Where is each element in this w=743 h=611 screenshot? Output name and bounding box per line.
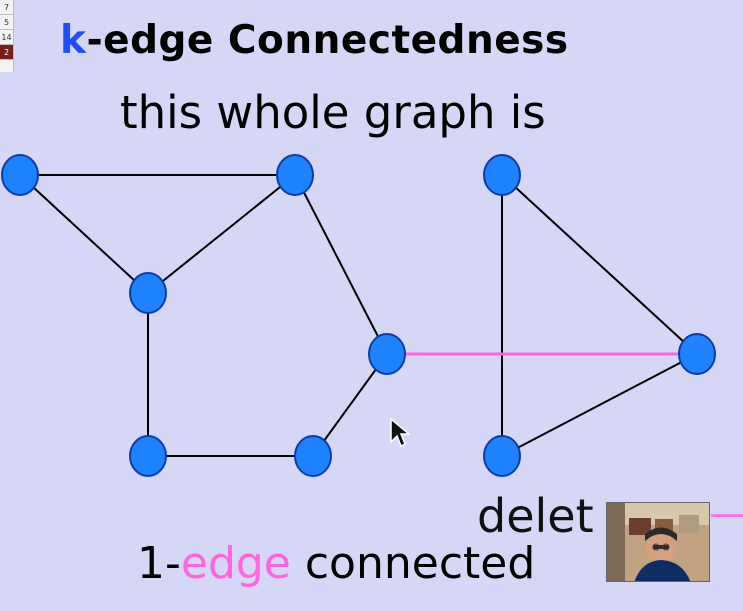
graph-nodes <box>1 154 716 477</box>
graph-edges <box>19 174 698 457</box>
webcam-video-feed <box>606 502 710 582</box>
graph-node <box>1 154 39 196</box>
title-k: k <box>60 18 87 63</box>
graph-node <box>368 333 406 375</box>
slide-index-item[interactable]: 14 <box>0 30 13 45</box>
edge <box>501 174 698 355</box>
graph-node <box>294 435 332 477</box>
graph-node <box>483 154 521 196</box>
edge <box>312 353 388 457</box>
presenter-video-icon <box>607 503 709 581</box>
edge <box>19 174 149 294</box>
slide-index-strip[interactable]: 7 5 14 2 <box>0 0 14 72</box>
slide-index-item[interactable]: 7 <box>0 0 13 15</box>
title-rest: -edge Connectedness <box>86 18 569 63</box>
slide-title: k-edge Connectedness <box>60 18 569 63</box>
annotation-line <box>711 514 743 517</box>
arrow-pointer-icon <box>390 418 410 448</box>
graph-node <box>129 272 167 314</box>
graph-node <box>678 333 716 375</box>
edge <box>147 174 296 294</box>
slide-caption: 1-edge connected <box>137 538 535 589</box>
edge <box>294 174 388 355</box>
slide-subtitle: this whole graph is <box>120 86 546 139</box>
graph-node <box>129 435 167 477</box>
graph-node <box>483 435 521 477</box>
caption-suffix: connected <box>290 538 536 589</box>
slide-index-item-active[interactable]: 2 <box>0 45 13 60</box>
annotation-text: delet <box>477 489 594 543</box>
caption-prefix: 1- <box>137 538 181 589</box>
graph-node <box>276 154 314 196</box>
caption-edge-word: edge <box>180 538 291 589</box>
slide-index-item[interactable]: 5 <box>0 15 13 30</box>
edge <box>501 353 698 457</box>
